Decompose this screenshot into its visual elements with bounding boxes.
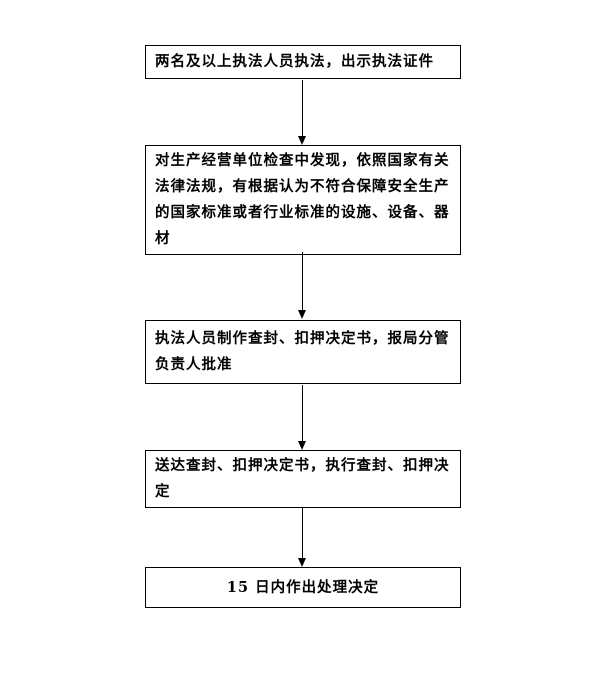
flow-step-4-label: 送达查封、扣押决定书，执行查封、扣押决定 <box>155 457 450 500</box>
flow-step-2: 对生产经营单位检查中发现，依照国家有关法律法规，有根据认为不符合保障安全生产的国… <box>145 145 461 255</box>
arrowhead-icon <box>298 441 306 450</box>
flow-step-2-label: 对生产经营单位检查中发现，依照国家有关法律法规，有根据认为不符合保障安全生产的国… <box>155 152 450 247</box>
arrowhead-icon <box>298 136 306 145</box>
flow-step-4: 送达查封、扣押决定书，执行查封、扣押决定 <box>145 450 461 508</box>
down-arrow-connector-4 <box>298 507 306 567</box>
flow-step-3: 执法人员制作查封、扣押决定书，报局分管负责人批准 <box>145 320 461 384</box>
arrowhead-icon <box>298 558 306 567</box>
down-arrow-connector-2 <box>298 252 306 319</box>
down-arrow-connector-3 <box>298 385 306 450</box>
flow-step-5: 15 日内作出处理决定 <box>145 567 461 608</box>
down-arrow-connector-1 <box>298 80 306 145</box>
flow-step-1: 两名及以上执法人员执法，出示执法证件 <box>145 45 461 79</box>
flow-step-5-label: 15 日内作出处理决定 <box>226 578 380 596</box>
flow-step-1-label: 两名及以上执法人员执法，出示执法证件 <box>155 53 434 70</box>
arrowhead-icon <box>298 310 306 319</box>
flow-step-3-label: 执法人员制作查封、扣押决定书，报局分管负责人批准 <box>155 330 450 373</box>
